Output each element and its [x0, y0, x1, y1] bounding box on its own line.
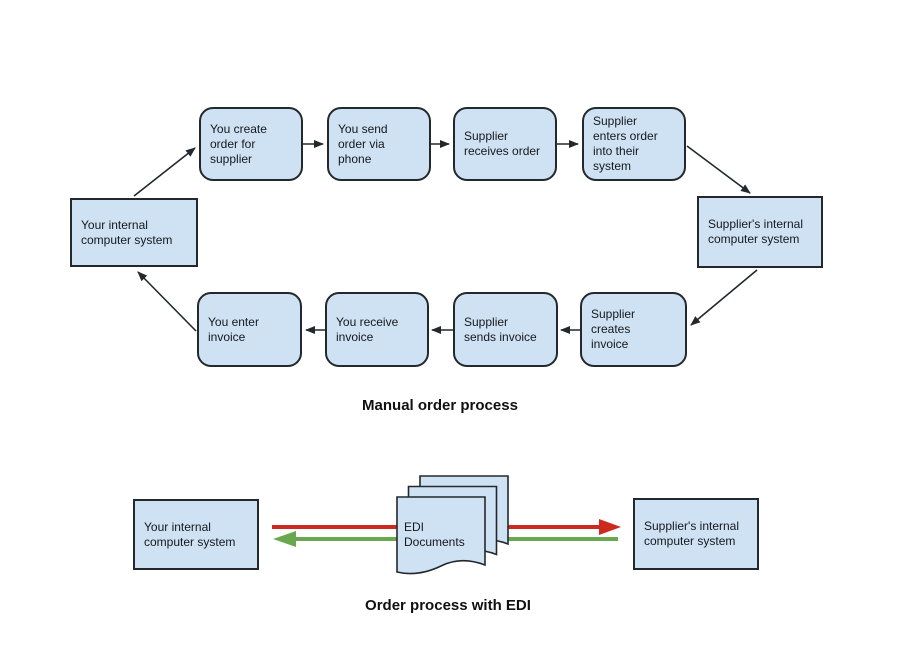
- manual-step-supplier-receives-box: Supplier receives order: [453, 107, 557, 181]
- arrow-suppliersystem-to-createsinvoice: [690, 269, 758, 326]
- manual-your-internal-system-box: Your internal computer system: [70, 198, 198, 267]
- edi-documents-stack-icon: [396, 475, 509, 575]
- edi-process-title: Order process with EDI: [365, 597, 531, 614]
- edi-red-arrowhead-icon: [599, 519, 621, 535]
- manual-step-sends-invoice-box: Supplier sends invoice: [453, 292, 558, 367]
- edi-green-arrowhead-icon: [273, 531, 296, 547]
- manual-process-title: Manual order process: [362, 397, 518, 414]
- edi-supplier-internal-system-box: Supplier's internal computer system: [633, 498, 759, 570]
- manual-step-send-order-box: You send order via phone: [327, 107, 431, 181]
- arrow-yoursystem-to-create: [133, 147, 196, 197]
- arrow-enterinvoice-to-yoursystem: [137, 271, 197, 332]
- edi-documents-label: EDI Documents: [404, 520, 465, 549]
- manual-step-creates-invoice-box: Supplier creates invoice: [580, 292, 687, 367]
- manual-step-receive-invoice-box: You receive invoice: [325, 292, 429, 367]
- manual-supplier-internal-system-box: Supplier's internal computer system: [697, 196, 823, 268]
- manual-step-supplier-enters-box: Supplier enters order into their system: [582, 107, 686, 181]
- manual-step-create-order-box: You create order for supplier: [199, 107, 303, 181]
- edi-your-internal-system-box: Your internal computer system: [133, 499, 259, 570]
- manual-step-enter-invoice-box: You enter invoice: [197, 292, 302, 367]
- arrow-enter-to-suppliersystem: [686, 145, 751, 194]
